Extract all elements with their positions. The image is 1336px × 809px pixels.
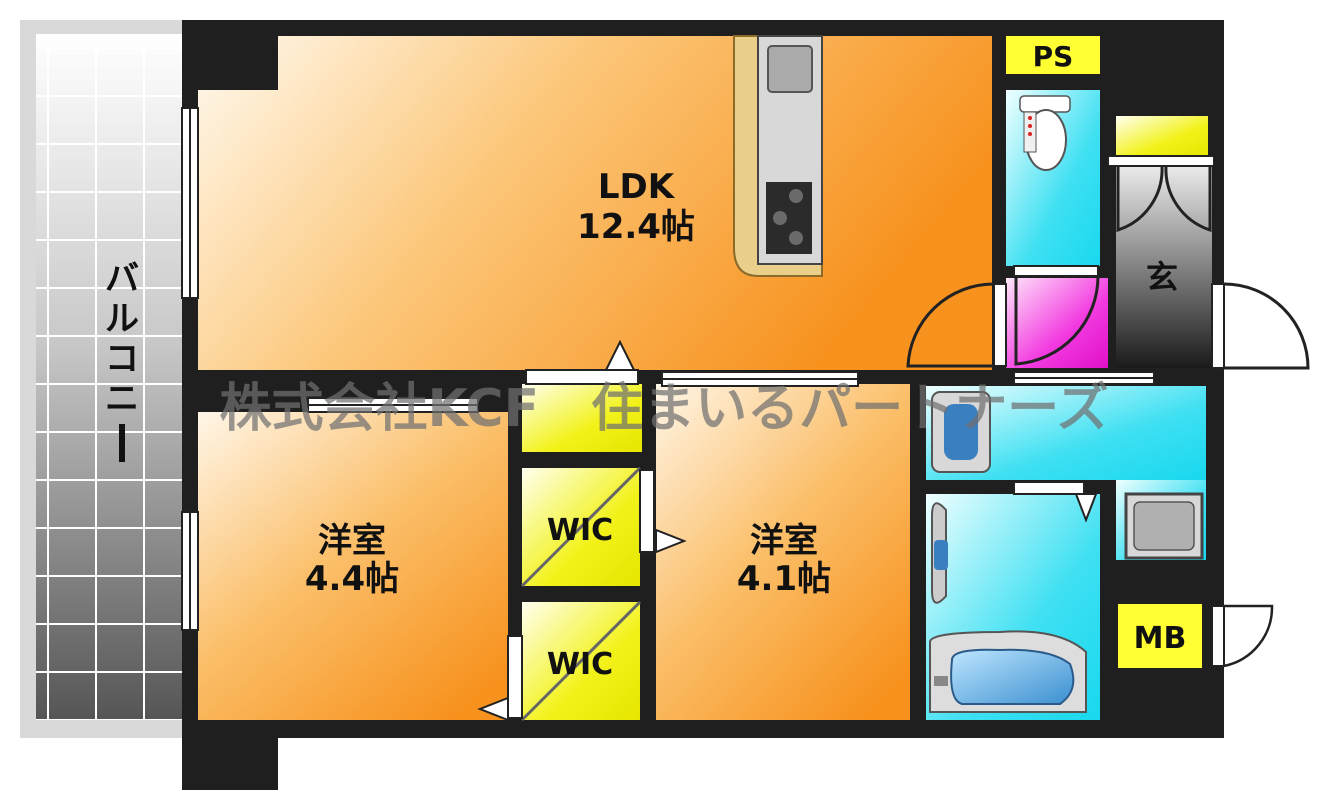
door-ldk bbox=[906, 282, 1007, 368]
storage-closet bbox=[522, 384, 642, 452]
wic-upper-label: WIC bbox=[547, 513, 613, 548]
sliding-door-washroom bbox=[1013, 371, 1155, 385]
kitchen-counter bbox=[733, 35, 823, 277]
window-western-left bbox=[181, 511, 199, 631]
balcony-char: ル bbox=[105, 299, 139, 339]
room-western-left bbox=[198, 412, 508, 720]
wall-block-top-left bbox=[182, 20, 278, 90]
mb-label: MB bbox=[1134, 621, 1187, 656]
toilet-room bbox=[1006, 90, 1100, 266]
hallway bbox=[1006, 265, 1108, 368]
western-left-name: 洋室 bbox=[318, 521, 386, 561]
room-ldk bbox=[198, 36, 992, 370]
wic-lower-room bbox=[520, 600, 642, 722]
sliding-door-left-room bbox=[307, 397, 479, 413]
balcony-char: バ bbox=[105, 259, 139, 299]
balcony-char-bar bbox=[119, 424, 125, 462]
wic-lower-label: WIC bbox=[547, 647, 613, 682]
wic-upper-room bbox=[520, 466, 642, 588]
balcony-char: ニ bbox=[105, 379, 139, 419]
western-right-name: 洋室 bbox=[750, 521, 818, 561]
ldk-name: LDK bbox=[598, 167, 676, 207]
balcony-char: コ bbox=[105, 339, 139, 379]
window-ldk bbox=[181, 107, 199, 299]
ps-label: PS bbox=[1033, 40, 1074, 73]
ps-label-box bbox=[1006, 36, 1100, 74]
door-wic-upper bbox=[639, 469, 687, 554]
washroom bbox=[926, 386, 1206, 560]
door-entrance bbox=[1211, 282, 1310, 370]
shoe-cabinet bbox=[1116, 116, 1208, 156]
watermark: 株式会社KCF 住まいるパートナーズ bbox=[219, 379, 1108, 439]
door-wic-lower bbox=[477, 635, 523, 722]
entrance-label: 玄 bbox=[1146, 258, 1178, 296]
balcony-label: バ ル コ ニ bbox=[105, 259, 139, 462]
closet-door bbox=[525, 369, 639, 385]
western-right-size: 4.1帖 bbox=[737, 559, 831, 599]
door-mb bbox=[1211, 604, 1274, 668]
mb-label-box bbox=[1118, 604, 1202, 668]
western-left-size: 4.4帖 bbox=[305, 559, 399, 599]
ldk-size: 12.4帖 bbox=[577, 207, 695, 247]
balcony bbox=[20, 20, 190, 738]
genkan-room bbox=[1107, 155, 1215, 368]
bathroom bbox=[926, 481, 1100, 720]
door-marker-closet bbox=[604, 339, 636, 371]
sliding-door-right-room bbox=[661, 371, 859, 387]
room-western-right bbox=[656, 384, 910, 720]
